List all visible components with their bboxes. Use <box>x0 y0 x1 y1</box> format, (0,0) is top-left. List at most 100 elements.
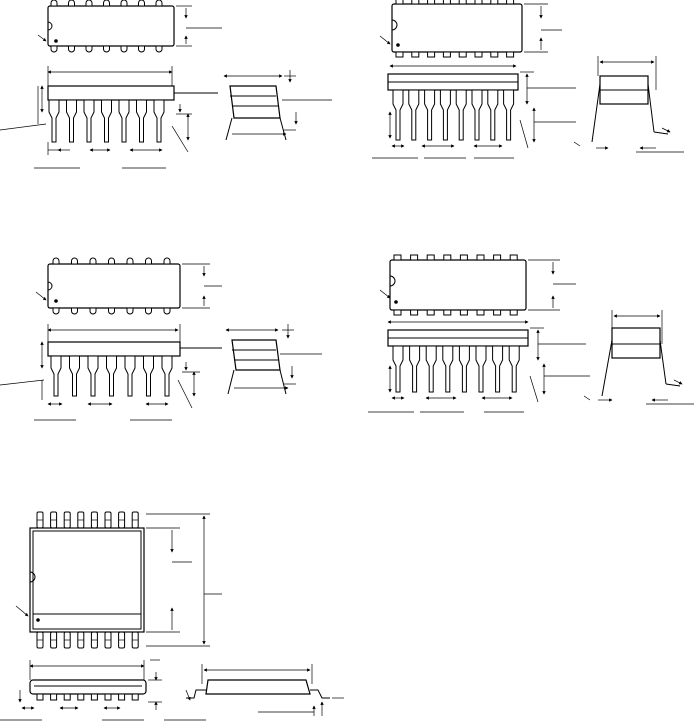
lead <box>427 0 436 5</box>
lead <box>476 309 485 316</box>
lead <box>411 0 420 5</box>
soic-wide-end-view <box>186 664 344 716</box>
lead <box>145 307 152 315</box>
lead <box>50 45 58 53</box>
dip-ceramic-b-side-view <box>0 324 222 421</box>
dip-ceramic-a-top-view <box>37 0 222 53</box>
lead <box>426 254 435 261</box>
dip-ceramic-a-end-view <box>223 70 332 141</box>
lead <box>69 355 80 397</box>
lead <box>508 345 520 393</box>
lead <box>408 89 420 141</box>
lead <box>492 345 504 393</box>
lead <box>90 693 98 701</box>
dip-plastic-a-side-view <box>372 64 576 159</box>
lead <box>395 0 404 5</box>
dip-plastic-b-top-view <box>379 254 576 316</box>
soic-wide-side-view <box>0 659 206 721</box>
lead <box>509 309 518 316</box>
lead <box>85 45 93 53</box>
lead <box>506 51 515 58</box>
lead <box>392 345 404 393</box>
lead <box>487 89 499 141</box>
dip-plastic-a-top-view <box>379 0 562 58</box>
lead <box>411 51 420 58</box>
lead <box>155 45 163 53</box>
lead <box>459 254 468 261</box>
lead <box>424 89 436 141</box>
lead <box>104 693 112 701</box>
lead <box>106 355 117 397</box>
lead <box>36 693 44 701</box>
lead <box>493 309 502 316</box>
lead <box>458 51 467 58</box>
pin1-indicator-dot <box>394 300 398 304</box>
lead <box>103 45 110 53</box>
lead <box>126 257 134 265</box>
dip-plastic-a-drawing <box>372 0 684 159</box>
lead <box>439 89 451 141</box>
lead <box>393 254 402 261</box>
lead <box>506 0 515 5</box>
lead <box>145 257 152 265</box>
lead <box>138 0 145 7</box>
lead <box>52 307 60 315</box>
lead <box>410 254 419 261</box>
lead <box>509 254 518 261</box>
lead <box>410 309 419 316</box>
lead <box>108 307 115 315</box>
lead <box>136 99 147 143</box>
dip-ceramic-b-drawing <box>0 257 322 421</box>
dip-ceramic-b-top-view <box>35 257 222 315</box>
dip-ceramic-b-end-view <box>225 324 322 395</box>
lead <box>442 51 451 58</box>
lead <box>50 355 62 397</box>
lead <box>490 0 499 5</box>
lead <box>393 309 402 316</box>
soic-wide-drawing <box>0 511 344 721</box>
lead <box>458 0 467 5</box>
lead <box>108 257 115 265</box>
lead <box>475 345 487 393</box>
lead <box>425 345 437 393</box>
lead <box>71 307 78 315</box>
lead <box>427 51 436 58</box>
lead <box>77 693 85 701</box>
lead <box>459 309 468 316</box>
lead <box>490 51 499 58</box>
lead <box>48 99 60 143</box>
lead <box>476 254 485 261</box>
lead <box>101 99 112 143</box>
lead <box>89 307 97 315</box>
lead <box>50 0 58 7</box>
lead <box>118 693 126 701</box>
lead <box>124 355 136 397</box>
lead <box>85 0 93 7</box>
lead <box>126 307 134 315</box>
pin1-indicator-dot <box>396 43 400 47</box>
soic-wide-top-view <box>15 511 222 649</box>
pin1-leader <box>37 34 47 42</box>
dip-plastic-b-end-view <box>583 310 694 405</box>
lead <box>50 693 58 701</box>
lead <box>89 257 97 265</box>
dip-plastic-b-drawing <box>368 254 694 413</box>
lead <box>68 45 75 53</box>
pin1-indicator-dot <box>54 299 58 303</box>
lead <box>155 0 163 7</box>
lead <box>52 257 60 265</box>
lead <box>66 99 77 143</box>
lead <box>474 0 483 5</box>
lead <box>87 355 99 397</box>
lead <box>443 309 452 316</box>
lead <box>458 345 470 393</box>
lead <box>120 0 128 7</box>
lead <box>138 45 145 53</box>
lead <box>103 0 110 7</box>
lead <box>161 355 173 397</box>
dip-ceramic-a-drawing <box>0 0 332 169</box>
lead <box>63 693 71 701</box>
lead <box>395 51 404 58</box>
